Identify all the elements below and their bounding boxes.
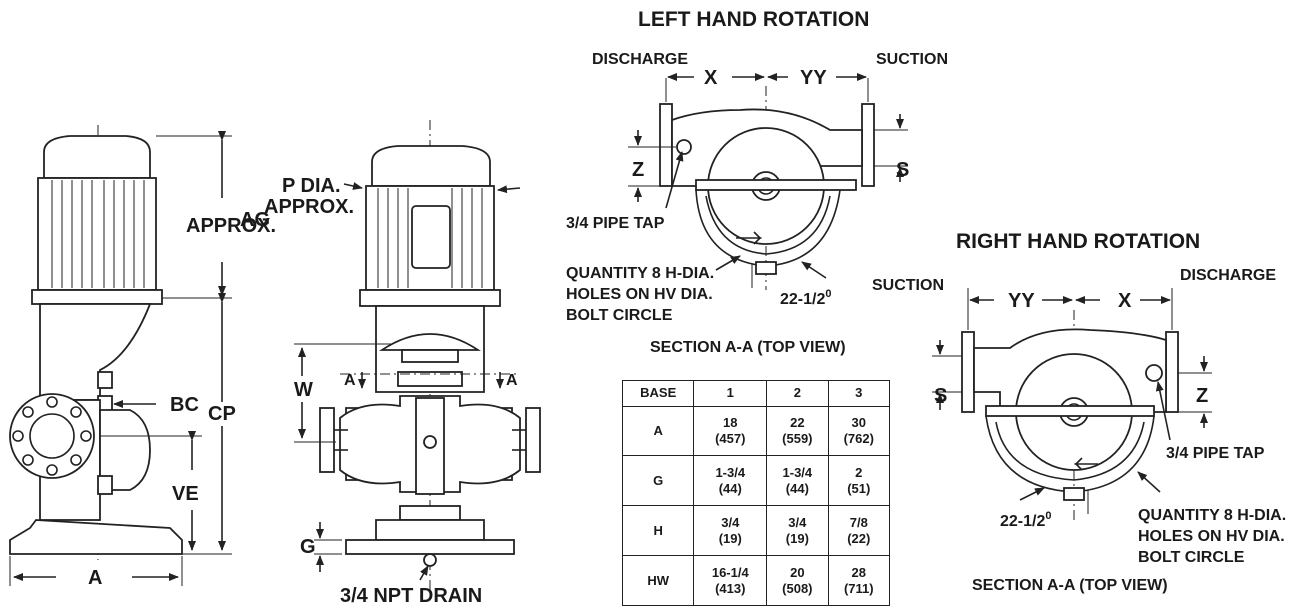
ag-approx-label: APPROX.: [186, 215, 276, 237]
right-holes-line1: QUANTITY 8 H-DIA.: [1138, 507, 1286, 524]
right-hand-view: RIGHT HAND ROTATION SUCTION DISCHARGE YY…: [872, 230, 1286, 594]
right-holes-line2: HOLES ON HV DIA.: [1138, 528, 1285, 545]
table-cell: 2(51): [827, 455, 891, 507]
left-s-label: S: [896, 159, 909, 181]
table-row: G 1-3/4(44) 1-3/4(44) 2(51): [621, 455, 891, 507]
base-dimension-table: BASE 1 2 3 A 18(457) 22(559) 30(762) G 1…: [621, 380, 891, 606]
left-discharge-label: DISCHARGE: [592, 51, 688, 68]
bc-label: BC: [170, 394, 199, 416]
left-yy-label: YY: [800, 67, 827, 89]
table-cell: 1-3/4(44): [693, 455, 768, 507]
side-view: AG APPROX. CP BC VE A: [9, 125, 276, 589]
right-suction-label: SUCTION: [872, 277, 944, 294]
left-holes-line1: QUANTITY 8 H-DIA.: [566, 265, 714, 282]
right-hand-title: RIGHT HAND ROTATION: [956, 230, 1200, 253]
right-pipe-tap-label: 3/4 PIPE TAP: [1166, 445, 1265, 462]
left-suction-label: SUCTION: [876, 51, 948, 68]
table-row-label: A: [621, 405, 695, 457]
g-label: G: [300, 536, 316, 558]
table-header-cell: 2: [766, 380, 829, 407]
table-header-row: BASE 1 2 3: [621, 380, 891, 407]
right-z-label: Z: [1196, 385, 1208, 407]
section-a-right-label: A: [506, 372, 518, 389]
section-a-left-label: A: [344, 372, 356, 389]
left-z-label: Z: [632, 159, 644, 181]
table-cell: 3/4(19): [766, 505, 829, 557]
ve-label: VE: [172, 483, 199, 505]
table-cell: 18(457): [693, 405, 768, 457]
p-dia-approx-label: APPROX.: [264, 196, 354, 218]
table-row: HW 16-1/4(413) 20(508) 28(711): [621, 555, 891, 606]
table-header-cell: 3: [827, 380, 891, 407]
table-row-label: G: [621, 455, 695, 507]
table-cell: 16-1/4(413): [693, 555, 768, 606]
table-row: A 18(457) 22(559) 30(762): [621, 405, 891, 457]
w-label: W: [294, 379, 313, 401]
p-dia-label: P DIA.: [282, 175, 341, 197]
table-cell: 3/4(19): [693, 505, 768, 557]
table-cell: 7/8(22): [827, 505, 891, 557]
table-header-cell: BASE: [621, 380, 695, 407]
left-section-label: SECTION A-A (TOP VIEW): [650, 339, 846, 356]
npt-drain-label: 3/4 NPT DRAIN: [340, 585, 482, 607]
table-cell: 28(711): [827, 555, 891, 606]
right-yy-label: YY: [1008, 290, 1035, 312]
table-header-cell: 1: [693, 380, 768, 407]
left-hand-title: LEFT HAND ROTATION: [638, 8, 869, 31]
a-dimension-label: A: [88, 567, 102, 589]
left-hand-view: LEFT HAND ROTATION DISCHARGE SUCTION X Y…: [566, 8, 948, 356]
left-holes-line3: BOLT CIRCLE: [566, 307, 673, 324]
cp-label: CP: [208, 403, 236, 425]
right-angle-label: 22-1/20: [1000, 510, 1052, 530]
table-cell: 22(559): [766, 405, 829, 457]
right-section-label: SECTION A-A (TOP VIEW): [972, 577, 1168, 594]
left-pipe-tap-label: 3/4 PIPE TAP: [566, 215, 665, 232]
right-s-label: S: [934, 385, 947, 407]
right-discharge-label: DISCHARGE: [1180, 267, 1276, 284]
table-row-label: HW: [621, 555, 695, 606]
table-cell: 20(508): [766, 555, 829, 606]
right-holes-line3: BOLT CIRCLE: [1138, 549, 1245, 566]
table-row: H 3/4(19) 3/4(19) 7/8(22): [621, 505, 891, 557]
right-x-label: X: [1118, 290, 1132, 312]
ag-label: AG: [240, 209, 270, 231]
left-x-label: X: [704, 67, 718, 89]
left-angle-label: 22-1/20: [780, 288, 832, 308]
table-cell: 30(762): [827, 405, 891, 457]
left-holes-line2: HOLES ON HV DIA.: [566, 286, 713, 303]
front-view: A A W G P DIA. APPROX. 3/4 NPT DRAIN: [264, 120, 541, 607]
table-row-label: H: [621, 505, 695, 557]
table-cell: 1-3/4(44): [766, 455, 829, 507]
